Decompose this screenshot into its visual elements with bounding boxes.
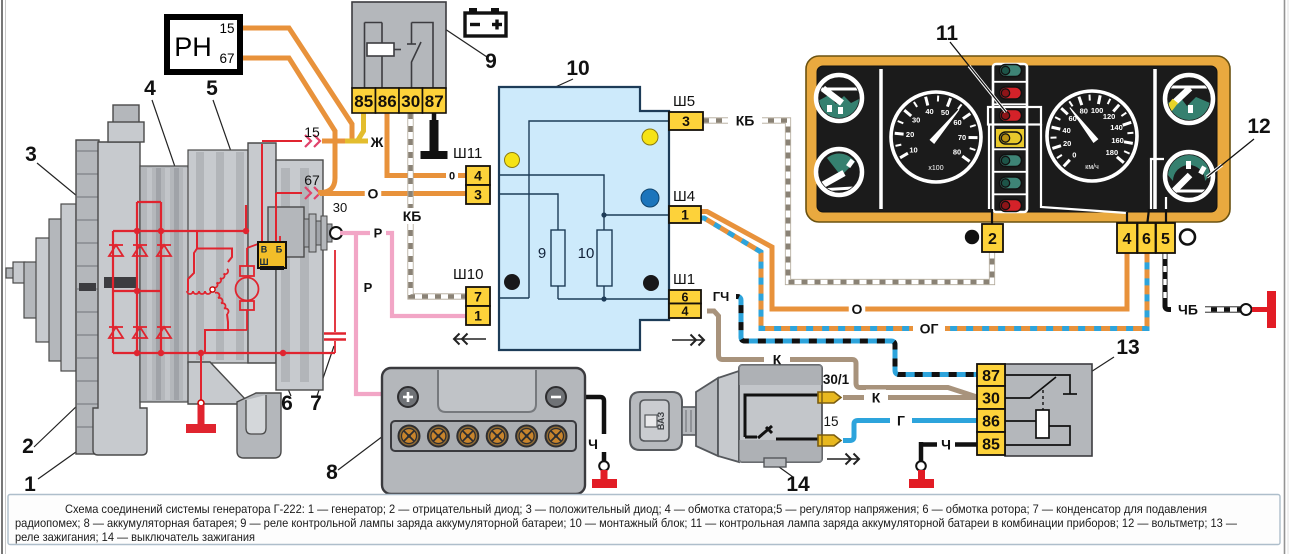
svg-text:В: В [261, 245, 268, 255]
svg-text:КБ: КБ [736, 113, 755, 129]
svg-text:7: 7 [310, 392, 322, 415]
svg-text:80: 80 [953, 148, 961, 157]
svg-text:Ч: Ч [941, 437, 951, 453]
svg-text:ЧБ: ЧБ [1178, 302, 1198, 318]
svg-text:Ч: Ч [588, 436, 598, 452]
svg-text:1: 1 [24, 473, 36, 496]
svg-text:Г: Г [897, 413, 905, 429]
svg-text:Ж: Ж [370, 134, 384, 150]
svg-text:8: 8 [326, 461, 338, 484]
svg-text:85: 85 [982, 436, 1000, 453]
svg-text:4: 4 [682, 304, 689, 318]
svg-text:2: 2 [22, 435, 34, 458]
svg-text:12: 12 [1247, 115, 1270, 138]
svg-text:0: 0 [449, 170, 455, 182]
svg-text:x100: x100 [928, 165, 943, 172]
svg-text:реле зажигания; 14 — выключате: реле зажигания; 14 — выключатель зажиган… [15, 530, 255, 544]
svg-text:30: 30 [333, 200, 347, 215]
svg-text:70: 70 [958, 133, 966, 142]
svg-text:160: 160 [1111, 136, 1124, 145]
svg-text:К: К [872, 390, 881, 406]
svg-text:30: 30 [401, 92, 420, 111]
svg-text:7: 7 [474, 289, 482, 305]
svg-text:0: 0 [1072, 150, 1076, 159]
svg-text:86: 86 [982, 413, 1000, 430]
svg-text:15: 15 [219, 21, 234, 36]
svg-text:6: 6 [1142, 231, 1151, 248]
svg-text:85: 85 [354, 92, 373, 111]
svg-text:ГЧ: ГЧ [713, 289, 730, 304]
svg-text:9: 9 [485, 50, 497, 73]
svg-text:9: 9 [538, 245, 546, 262]
svg-text:40: 40 [925, 107, 933, 116]
svg-text:радиопомех; 8 — аккумуляторная: радиопомех; 8 — аккумуляторная батарея; … [15, 516, 1237, 530]
svg-text:180: 180 [1106, 148, 1119, 157]
svg-text:4: 4 [1123, 231, 1132, 248]
svg-text:Р: Р [374, 226, 383, 241]
svg-text:50: 50 [941, 108, 949, 117]
svg-text:Ш5: Ш5 [673, 93, 695, 110]
svg-text:2: 2 [988, 231, 997, 248]
svg-text:Ш11: Ш11 [453, 145, 482, 162]
svg-text:14: 14 [786, 473, 810, 496]
svg-text:120: 120 [1103, 112, 1116, 121]
svg-text:5: 5 [1161, 231, 1170, 248]
svg-text:10: 10 [566, 57, 589, 80]
svg-text:3: 3 [474, 187, 482, 203]
svg-text:10: 10 [909, 145, 917, 154]
svg-text:86: 86 [378, 92, 397, 111]
svg-text:40: 40 [1062, 126, 1070, 135]
svg-text:5: 5 [206, 77, 218, 100]
svg-text:30/1: 30/1 [823, 372, 850, 387]
svg-text:О: О [368, 186, 379, 202]
svg-text:Схема соединений системы генер: Схема соединений системы генератора Г-22… [65, 502, 1207, 516]
svg-text:Ш1: Ш1 [673, 271, 695, 288]
svg-text:3: 3 [682, 113, 690, 129]
svg-text:20: 20 [906, 130, 914, 139]
svg-text:6: 6 [682, 290, 689, 304]
svg-text:3: 3 [25, 143, 37, 166]
svg-text:11: 11 [936, 22, 959, 45]
svg-text:67: 67 [219, 51, 234, 66]
svg-text:87: 87 [425, 92, 444, 111]
svg-text:87: 87 [982, 368, 1000, 385]
svg-text:О: О [852, 301, 863, 317]
svg-text:20: 20 [1063, 139, 1071, 148]
svg-text:15: 15 [304, 124, 320, 140]
svg-text:60: 60 [1069, 114, 1077, 123]
svg-text:60: 60 [953, 118, 961, 127]
svg-text:140: 140 [1110, 123, 1123, 132]
svg-text:30: 30 [982, 390, 1000, 407]
svg-text:К: К [773, 352, 782, 368]
svg-text:30: 30 [912, 116, 920, 125]
svg-text:Б: Б [276, 245, 283, 255]
svg-text:67: 67 [304, 172, 320, 188]
svg-text:6: 6 [281, 392, 293, 415]
svg-text:Ш4: Ш4 [673, 188, 695, 205]
svg-text:4: 4 [474, 168, 482, 184]
svg-text:80: 80 [1080, 107, 1088, 116]
svg-text:1: 1 [474, 308, 482, 324]
svg-text:Ш10: Ш10 [453, 266, 483, 283]
svg-text:КБ: КБ [403, 208, 422, 224]
svg-text:13: 13 [1116, 336, 1139, 359]
svg-text:ВАЗ: ВАЗ [656, 412, 666, 431]
svg-text:10: 10 [578, 245, 595, 262]
svg-text:Ш: Ш [259, 257, 268, 267]
svg-text:км/ч: км/ч [1085, 164, 1099, 171]
svg-text:РН: РН [174, 32, 212, 62]
svg-text:1: 1 [681, 207, 689, 223]
svg-text:Р: Р [364, 280, 373, 295]
svg-text:15: 15 [823, 414, 838, 429]
svg-text:ОГ: ОГ [920, 321, 939, 337]
svg-text:100: 100 [1091, 106, 1104, 115]
svg-text:4: 4 [144, 77, 156, 100]
